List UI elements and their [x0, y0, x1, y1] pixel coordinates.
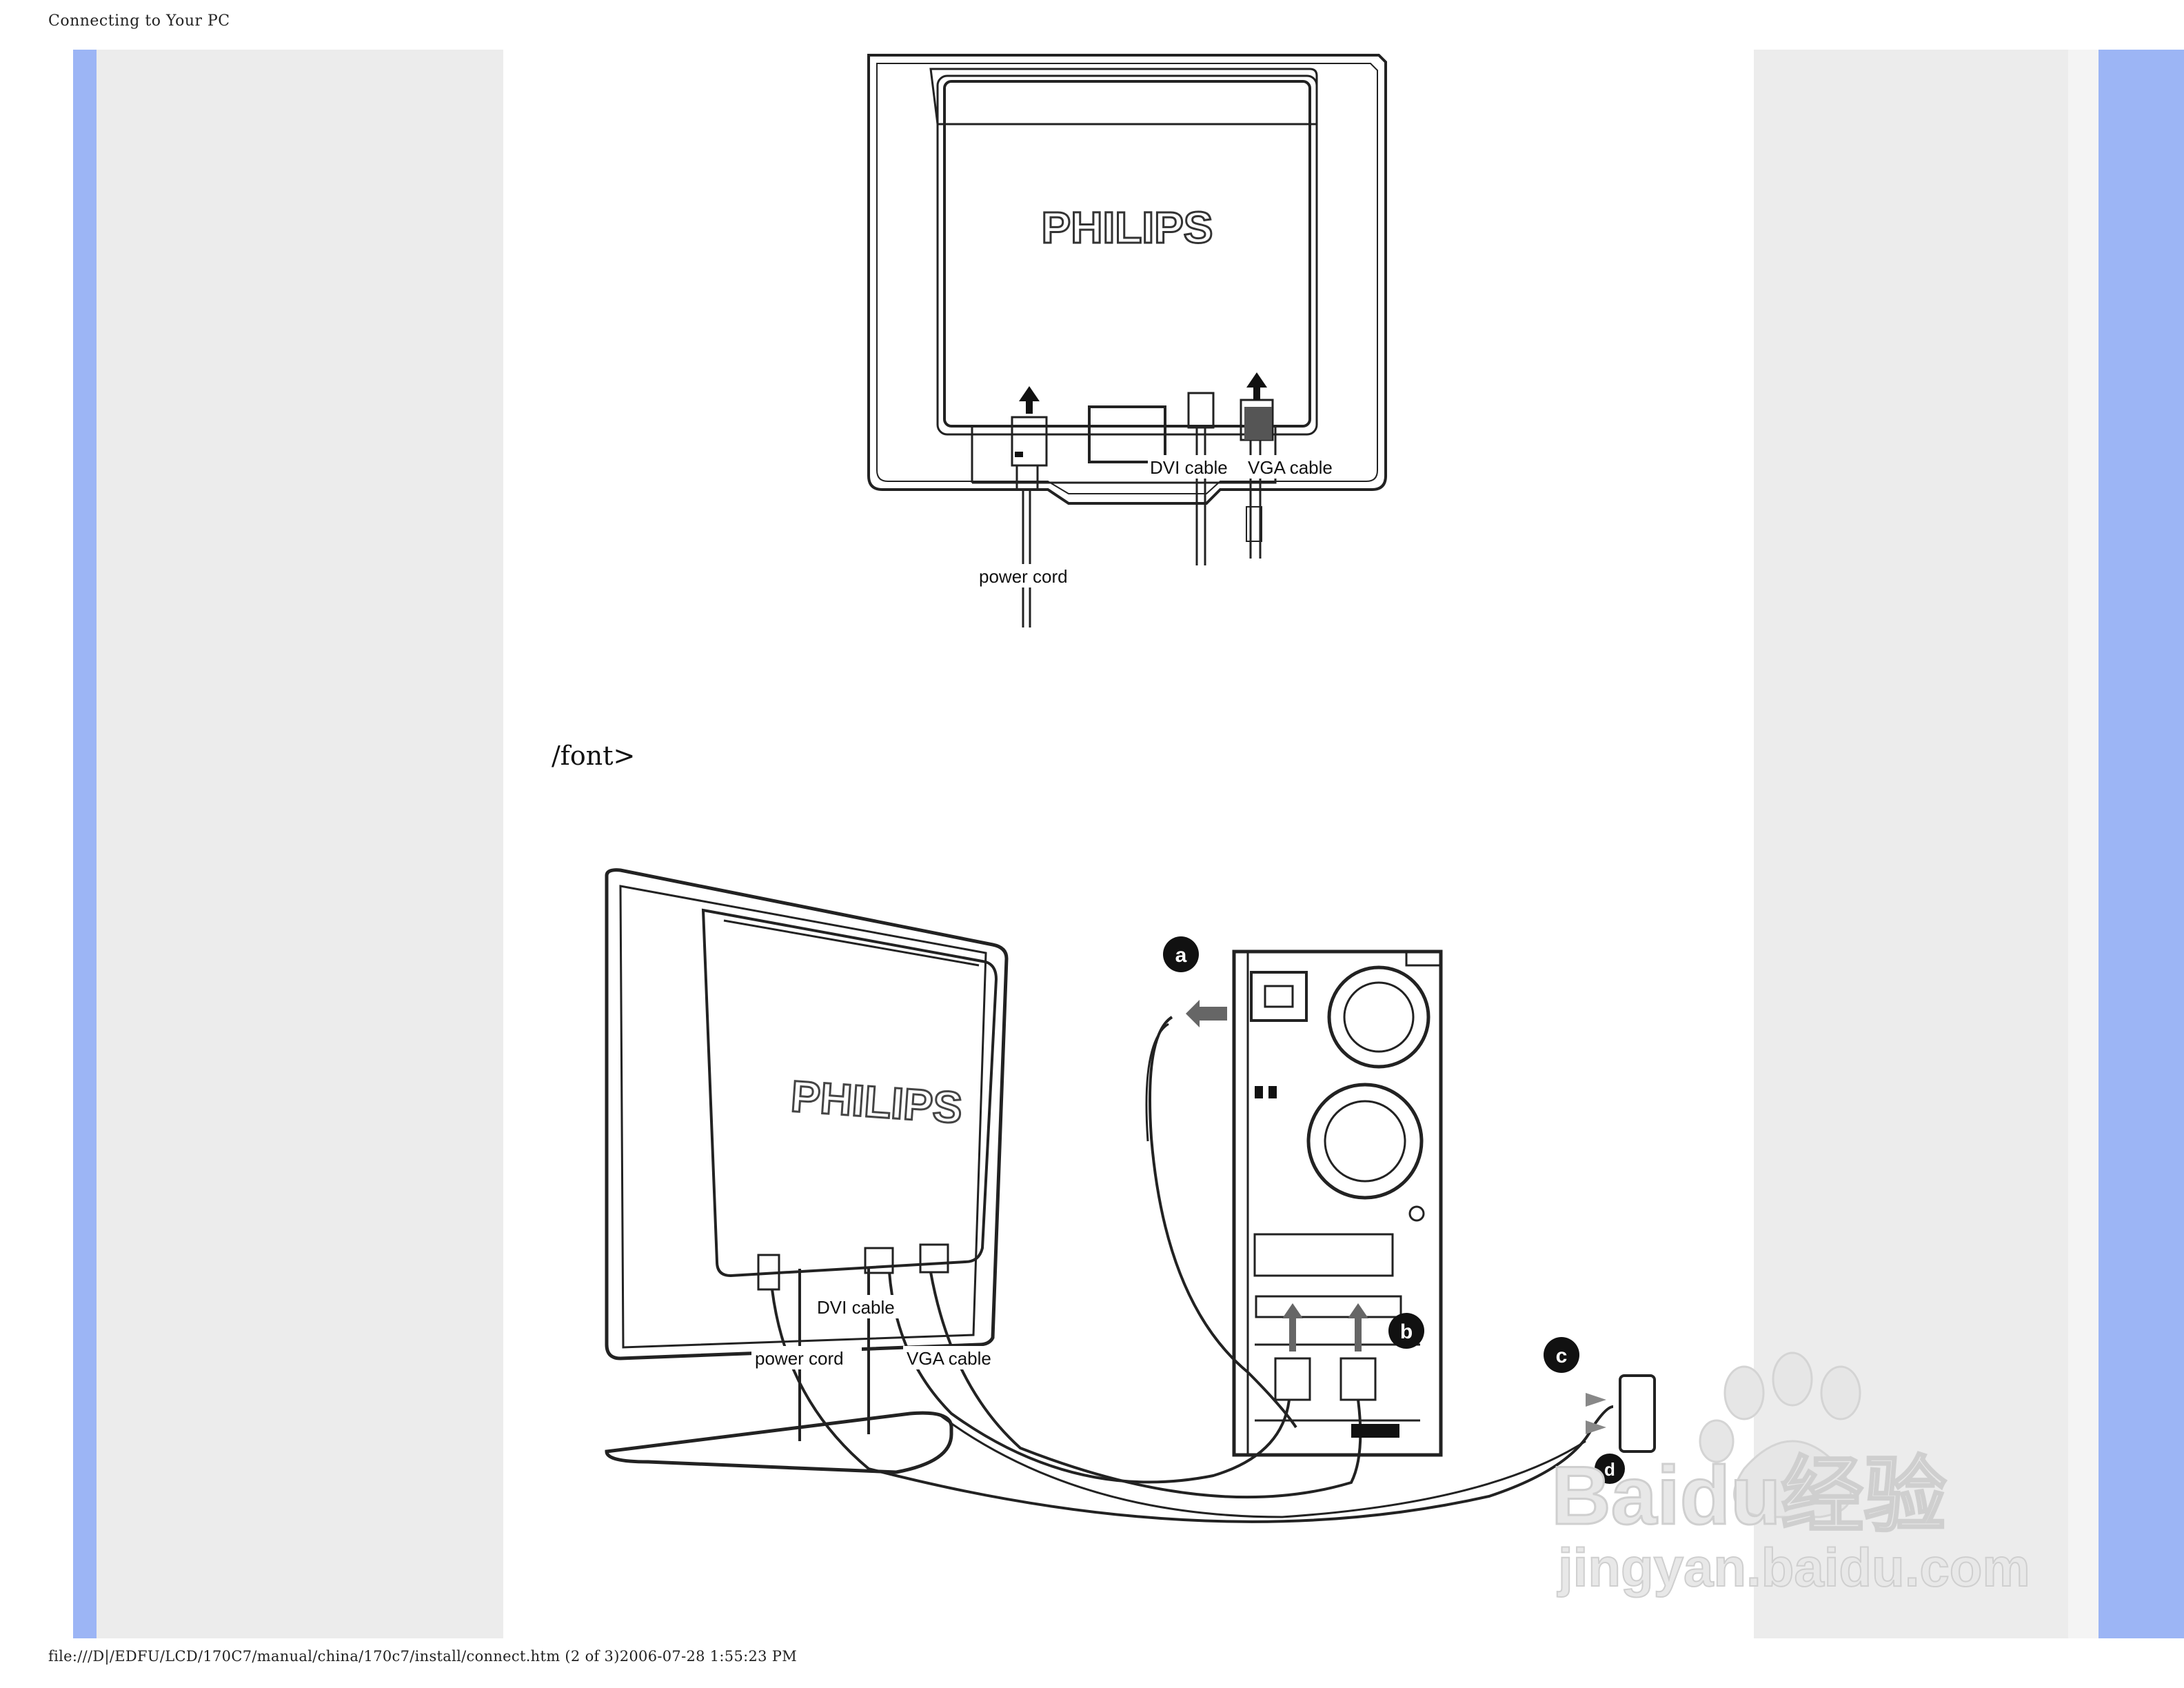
- power-cord-label-2: power cord: [755, 1348, 844, 1369]
- baidu-watermark: Baidu经验 jingyan.baidu.com: [1550, 1352, 2031, 1598]
- callout-a: a: [1175, 944, 1187, 967]
- left-blue-band: [73, 50, 97, 1638]
- left-gray-margin: [97, 50, 503, 1638]
- dvi-cable-label: DVI cable: [1150, 457, 1228, 478]
- vga-cable-label: VGA cable: [1248, 457, 1333, 478]
- content-area: [503, 50, 1754, 1638]
- callout-c: c: [1556, 1345, 1568, 1367]
- right-white-strip: [2068, 50, 2099, 1638]
- watermark-brand: Baidu经验: [1551, 1449, 1946, 1542]
- callout-d: d: [1604, 1459, 1615, 1480]
- callout-b: b: [1400, 1320, 1413, 1343]
- dvi-cable-label-2: DVI cable: [817, 1297, 895, 1318]
- right-blue-band: [2099, 50, 2184, 1638]
- page-header-title: Connecting to Your PC: [48, 12, 230, 30]
- vga-cable-label-2: VGA cable: [907, 1348, 991, 1369]
- power-cord-label: power cord: [979, 566, 1068, 587]
- brand-label: PHILIPS: [1042, 203, 1213, 252]
- brand-label-2: PHILIPS: [789, 1071, 964, 1132]
- stray-html-text: /font>: [552, 741, 636, 771]
- monitor-pc-connection-diagram: a b c d PHILIPS DVI cable power cord VGA…: [605, 868, 1656, 1523]
- watermark-url: jingyan.baidu.com: [1557, 1537, 2030, 1598]
- monitor-rear-diagram: PHILIPS DVI cable VGA cable power cord: [867, 54, 1387, 627]
- page-footer-path: file:///D|/EDFU/LCD/170C7/manual/china/1…: [48, 1648, 798, 1665]
